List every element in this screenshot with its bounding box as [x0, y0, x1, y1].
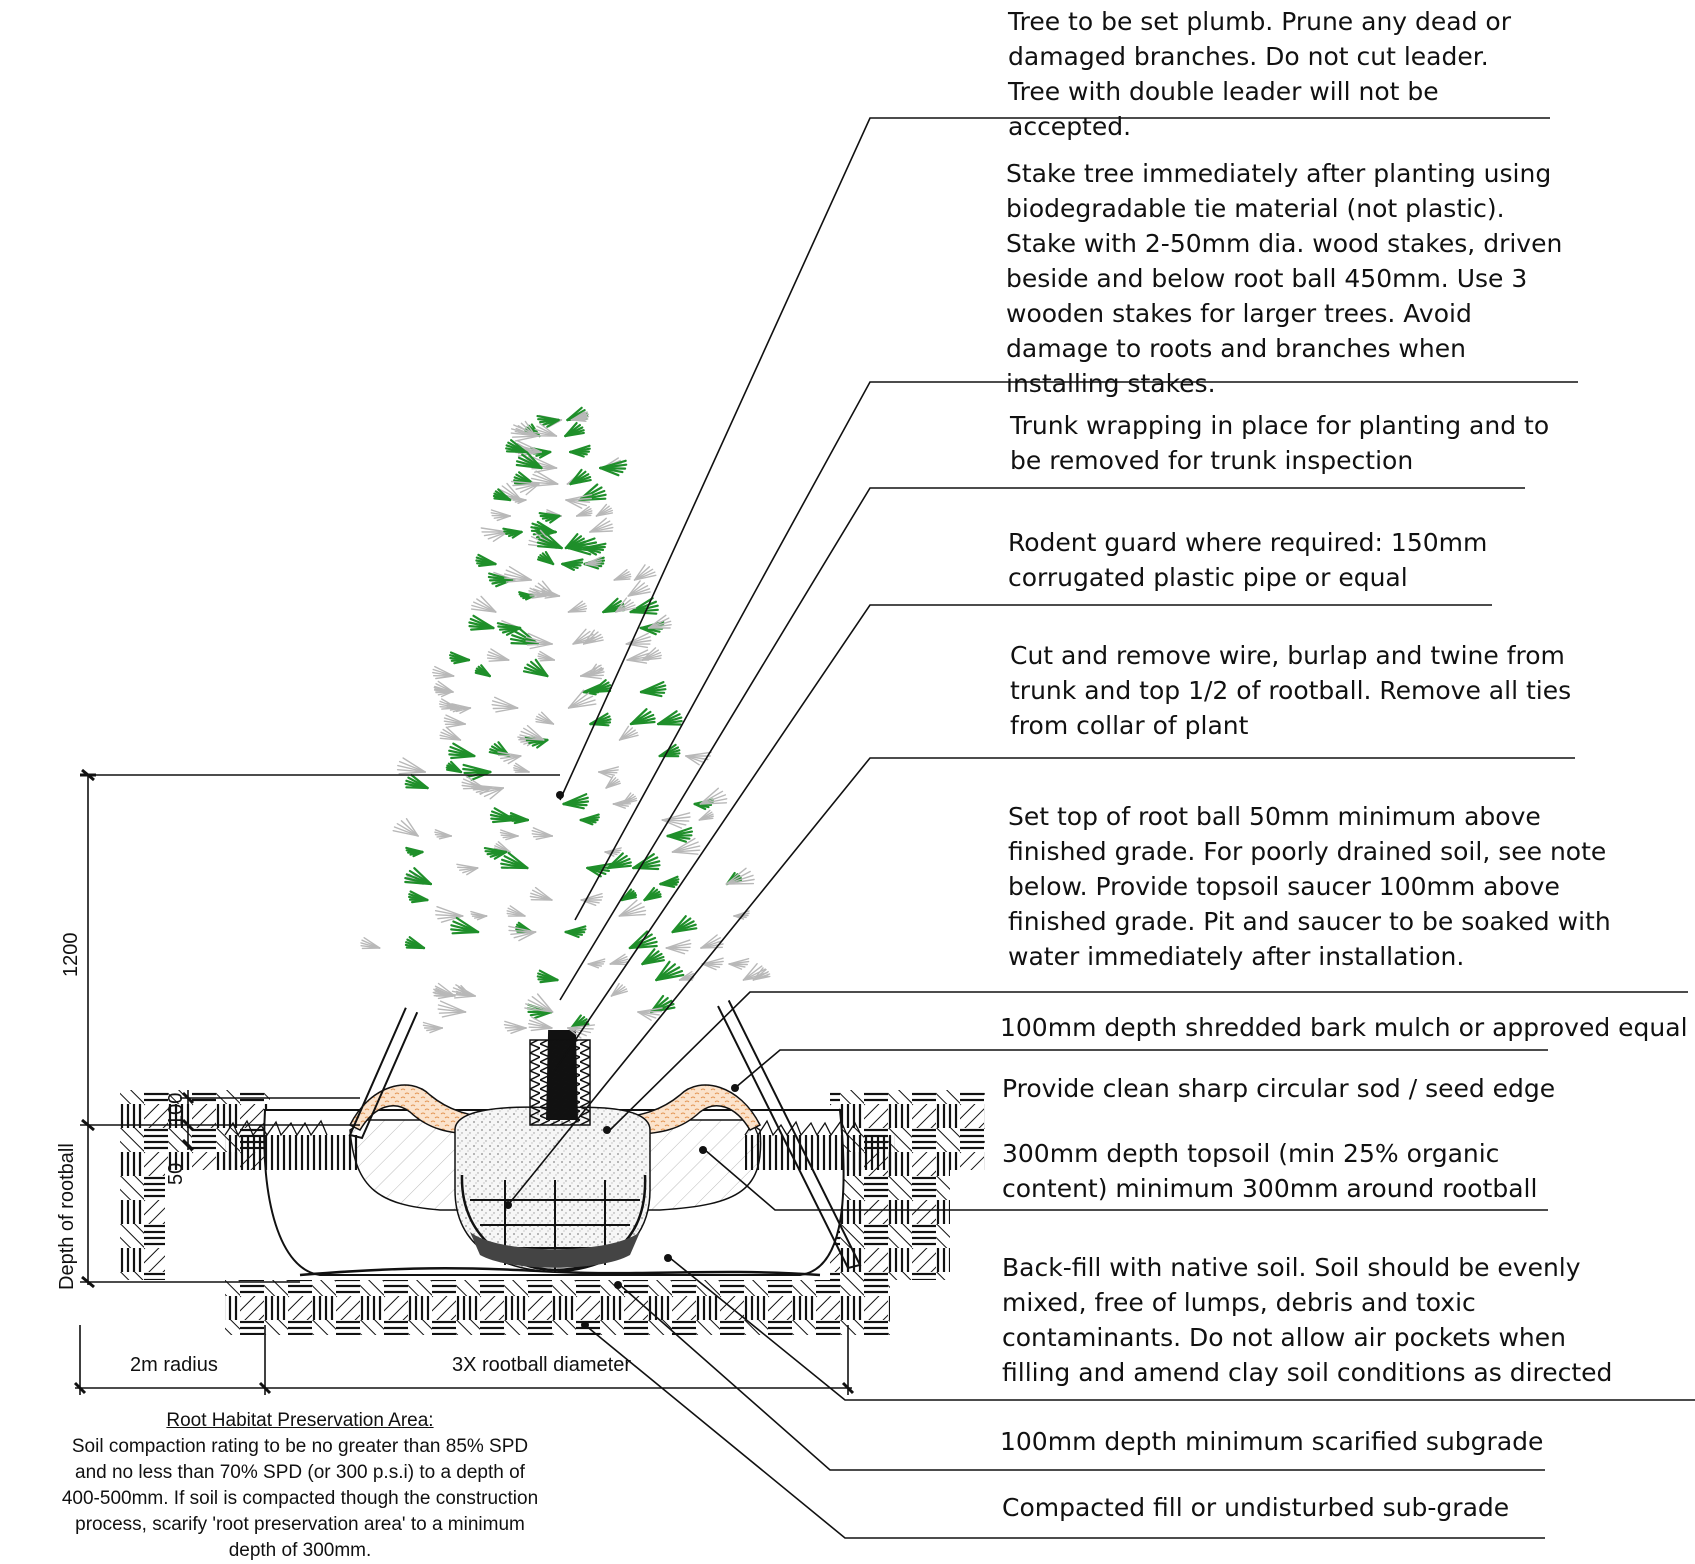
root-habitat-note: Root Habitat Preservation Area: Soil com… — [55, 1408, 545, 1564]
needle-stroke — [569, 611, 586, 612]
note-trunk-wrap: Trunk wrapping in place for planting and… — [1010, 408, 1550, 478]
note-rootball-top: Set top of root ball 50mm minimum above … — [1008, 799, 1628, 974]
needle-stroke — [577, 515, 591, 516]
dim-100-label: 100 — [165, 1093, 188, 1126]
needle-stroke — [633, 868, 658, 869]
root-ball — [455, 1107, 650, 1272]
root-habitat-title: Root Habitat Preservation Area: — [55, 1408, 545, 1434]
rodent-guard — [530, 1040, 590, 1125]
note-mulch: 100mm depth shredded bark mulch or appro… — [1000, 1010, 1690, 1045]
note-wire-burlap: Cut and remove wire, burlap and twine fr… — [1010, 638, 1580, 743]
dim-1200-label: 1200 — [60, 933, 83, 978]
compacted-subgrade — [225, 1280, 890, 1335]
note-stake: Stake tree immediately after planting us… — [1006, 156, 1581, 401]
dim-radius-label: 2m radius — [130, 1354, 218, 1377]
dim-diameter-label: 3X rootball diameter — [452, 1354, 631, 1377]
needle-stroke — [590, 724, 608, 725]
dim-depth-rootball-label: Depth of rootball — [56, 1143, 79, 1290]
needle-stroke — [658, 724, 680, 725]
needle-stroke — [590, 531, 612, 532]
needle-stroke — [701, 947, 722, 948]
root-habitat-body: Soil compaction rating to be no greater … — [62, 1436, 538, 1561]
needle-stroke — [614, 579, 630, 580]
note-backfill: Back-fill with native soil. Soil should … — [1002, 1250, 1622, 1390]
note-sod-edge: Provide clean sharp circular sod / seed … — [1002, 1071, 1622, 1106]
dim-50-label: 50 — [165, 1163, 188, 1185]
tree-canopy — [333, 408, 793, 1038]
note-compacted: Compacted fill or undisturbed sub-grade — [1002, 1490, 1622, 1525]
note-plumb: Tree to be set plumb. Prune any dead or … — [1008, 4, 1548, 144]
note-rodent-guard: Rodent guard where required: 150mm corru… — [1008, 525, 1528, 595]
note-subgrade: 100mm depth minimum scarified subgrade — [1000, 1424, 1620, 1459]
note-topsoil: 300mm depth topsoil (min 25% organic con… — [1002, 1136, 1562, 1206]
native-soil-left — [120, 1090, 270, 1280]
